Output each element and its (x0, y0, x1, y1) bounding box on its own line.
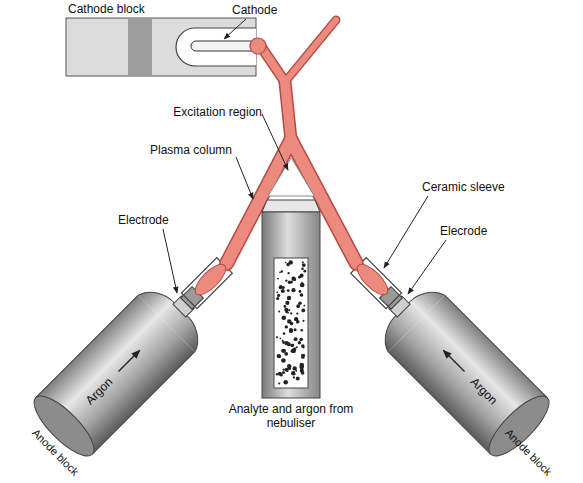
part-label: Electrode (118, 213, 169, 227)
cathode-block-drawing (66, 18, 256, 76)
part-label: Excitation region (173, 105, 262, 119)
cathode-block: Cathode block (66, 18, 256, 76)
block-heading: Cathode block (68, 2, 145, 16)
part-label: Ceramic sleeve (422, 180, 505, 194)
anode-block-right (330, 237, 557, 464)
part-label: Elecrode (440, 224, 487, 238)
nebuliser-tube (262, 200, 320, 398)
inlet-label: Analyte and argon from nebuliser (223, 402, 359, 430)
anode-block-left (26, 237, 253, 464)
part-label: Cathode (232, 3, 277, 17)
part-label: Plasma column (150, 143, 232, 157)
